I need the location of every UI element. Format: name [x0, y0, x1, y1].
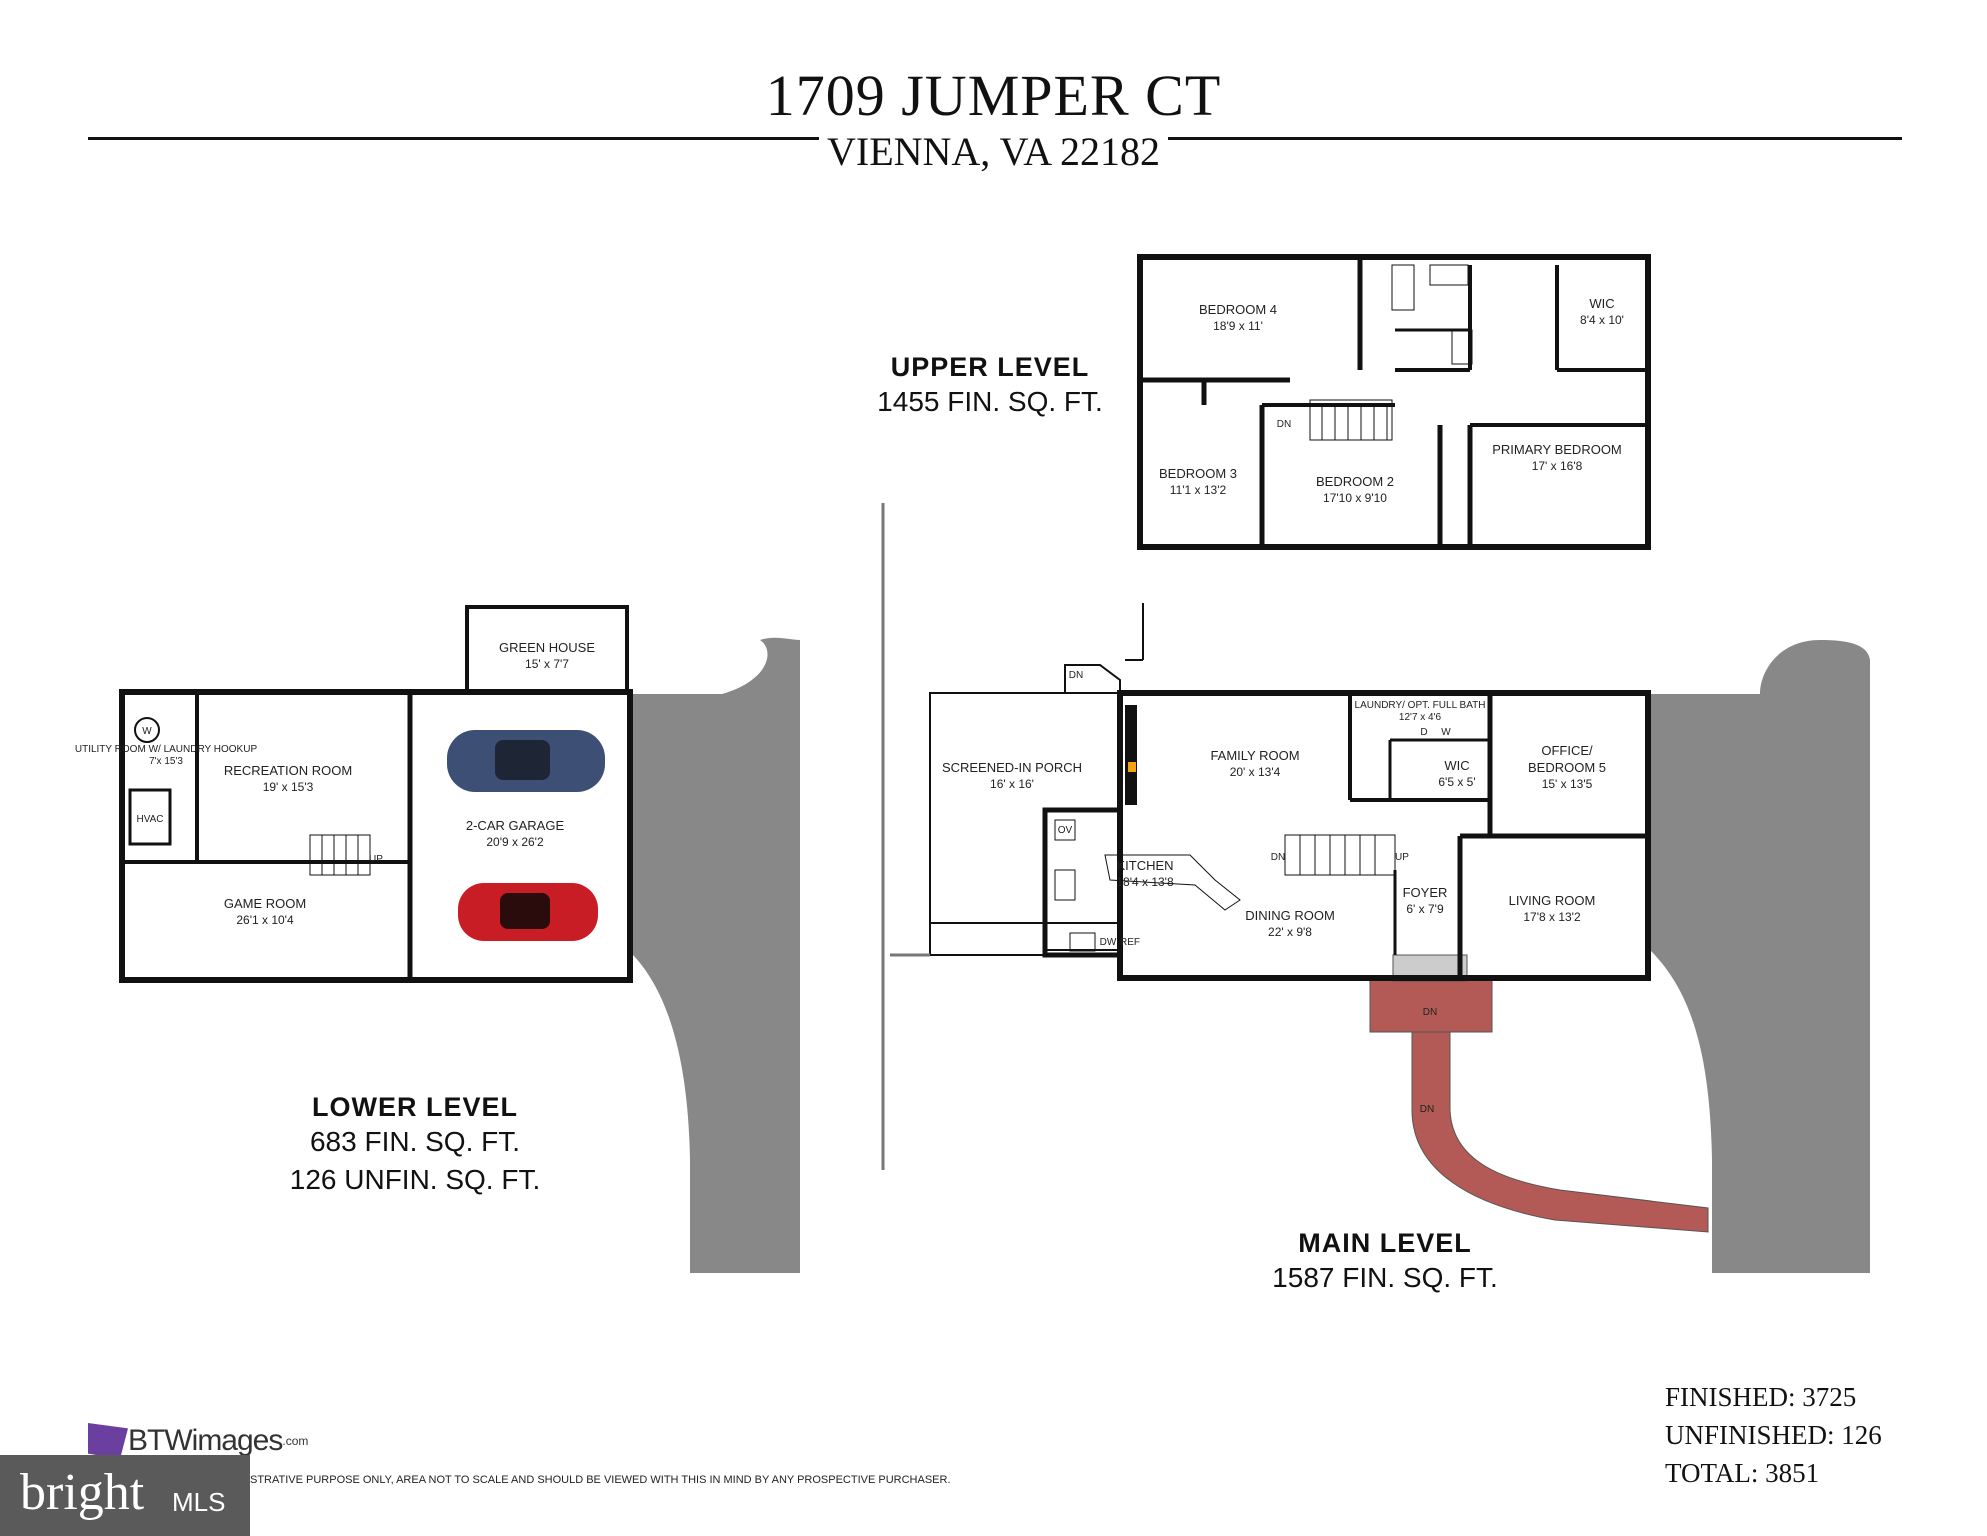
- dim-laundry: 12'7 x 4'6: [1399, 712, 1442, 723]
- label-bedroom3: BEDROOM 3: [1159, 466, 1237, 481]
- label-dn-upper: DN: [1277, 419, 1291, 430]
- dim-living: 17'8 x 13'2: [1523, 910, 1581, 924]
- label-living: LIVING ROOM: [1509, 893, 1596, 908]
- label-bedroom2: BEDROOM 2: [1316, 474, 1394, 489]
- dim-recreation: 19' x 15'3: [263, 780, 314, 794]
- dim-wic-main: 6'5 x 5': [1438, 775, 1475, 789]
- driveway-right: [1650, 640, 1870, 1273]
- btw-logo-icon: [88, 1423, 128, 1459]
- label-fridge: REF: [1120, 937, 1140, 948]
- label-dn-stoop: DN: [1423, 1007, 1437, 1018]
- dim-gameroom: 26'1 x 10'4: [236, 913, 294, 927]
- driveway-left-top: [722, 637, 800, 694]
- dim-bedroom4: 18'9 x 11': [1213, 319, 1263, 333]
- driveway-left: [628, 640, 800, 1273]
- label-garage: 2-CAR GARAGE: [466, 818, 565, 833]
- front-stoop: [1369, 979, 1493, 1033]
- dim-family: 20' x 13'4: [1230, 765, 1281, 779]
- small-labels: LAUNDRY/ OPT. FULL BATH 12'7 x 4'6 UTILI…: [75, 419, 1486, 1115]
- car-red: [458, 883, 598, 941]
- room-labels: BEDROOM 4 18'9 x 11' WIC 8'4 x 10' PRIMA…: [224, 296, 1624, 939]
- lower-level-unfin: 126 UNFIN. SQ. FT.: [289, 1164, 541, 1195]
- total-finished: FINISHED: 3725: [1665, 1382, 1857, 1412]
- main-level-caption: MAIN LEVEL 1587 FIN. SQ. FT.: [1245, 1228, 1525, 1297]
- square-footage-totals: FINISHED: 3725 UNFINISHED: 126 TOTAL: 38…: [1665, 1378, 1882, 1492]
- bright-mls-suffix: MLS: [172, 1487, 226, 1517]
- label-dryer: D: [1420, 727, 1427, 738]
- dim-foyer: 6' x 7'9: [1406, 902, 1444, 916]
- label-washer: W: [142, 726, 152, 737]
- label-oven: OV: [1058, 825, 1073, 836]
- front-walkway: [1411, 1029, 1709, 1233]
- label-foyer: FOYER: [1403, 885, 1448, 900]
- bright-mls-watermark: bright MLS: [0, 1455, 250, 1536]
- total-all: TOTAL: 3851: [1665, 1458, 1820, 1488]
- address-text: VIENNA, VA 22182: [819, 129, 1168, 174]
- total-unfinished: UNFINISHED: 126: [1665, 1420, 1882, 1450]
- label-family: FAMILY ROOM: [1210, 748, 1299, 763]
- main-level-name: MAIN LEVEL: [1298, 1228, 1472, 1258]
- label-dn-porch: DN: [1069, 670, 1083, 681]
- label-up-main: UP: [1395, 852, 1409, 863]
- upper-level-fin: 1455 FIN. SQ. FT.: [877, 386, 1103, 417]
- main-level-plan: [890, 603, 1651, 981]
- dim-primary: 17' x 16'8: [1532, 459, 1583, 473]
- dim-wic-upper: 8'4 x 10': [1580, 313, 1624, 327]
- main-level-fin: 1587 FIN. SQ. FT.: [1272, 1262, 1498, 1293]
- page-title: 1709 JUMPER CT: [765, 63, 1222, 128]
- lower-level-plan: [119, 605, 633, 983]
- dim-office: 15' x 13'5: [1542, 777, 1593, 791]
- label-greenhouse: GREEN HOUSE: [499, 640, 595, 655]
- label-porch: SCREENED-IN PORCH: [942, 760, 1082, 775]
- upper-level-caption: UPPER LEVEL 1455 FIN. SQ. FT.: [860, 352, 1120, 421]
- car-blue: [447, 730, 605, 792]
- dim-porch: 16' x 16': [990, 777, 1034, 791]
- label-bedroom4: BEDROOM 4: [1199, 302, 1277, 317]
- label-laundry: LAUNDRY/ OPT. FULL BATH: [1355, 700, 1486, 711]
- label-dn-main: DN: [1271, 852, 1285, 863]
- bright-mls-word: bright: [20, 1464, 145, 1521]
- dim-bedroom2: 17'10 x 9'10: [1323, 491, 1387, 505]
- label-wic-main: WIC: [1444, 758, 1469, 773]
- label-dn-walk: DN: [1420, 1104, 1434, 1115]
- label-primary: PRIMARY BEDROOM: [1492, 442, 1622, 457]
- dim-utility: 7'x 15'3: [149, 756, 183, 767]
- dim-garage: 20'9 x 26'2: [486, 835, 544, 849]
- label-office: OFFICE/: [1541, 743, 1593, 758]
- label-up-lower: UP: [369, 854, 383, 865]
- dim-bedroom3: 11'1 x 13'2: [1170, 483, 1227, 497]
- label-utility: UTILITY ROOM W/ LAUNDRY HOOKUP: [75, 744, 258, 755]
- label-washer-main: W: [1441, 727, 1451, 738]
- btw-logo-suffix: .com: [282, 1434, 309, 1449]
- label-kitchen: KITCHEN: [1116, 858, 1173, 873]
- lower-level-name: LOWER LEVEL: [312, 1092, 518, 1122]
- label-office-2: BEDROOM 5: [1528, 760, 1606, 775]
- label-hvac: HVAC: [136, 814, 163, 825]
- label-dishwasher: DW: [1100, 937, 1117, 948]
- dim-greenhouse: 15' x 7'7: [525, 657, 569, 671]
- label-dining: DINING ROOM: [1245, 908, 1335, 923]
- lower-level-caption: LOWER LEVEL 683 FIN. SQ. FT. 126 UNFIN. …: [270, 1092, 560, 1199]
- dim-kitchen: 18'4 x 13'8: [1116, 875, 1174, 889]
- btw-logo: BTWimages.com: [88, 1423, 308, 1459]
- label-gameroom: GAME ROOM: [224, 896, 306, 911]
- lower-level-fin: 683 FIN. SQ. FT.: [309, 1126, 521, 1157]
- address-subtitle: VIENNA, VA 22182: [0, 128, 1987, 175]
- dim-dining: 22' x 9'8: [1268, 925, 1312, 939]
- btw-logo-text: BTWimages: [128, 1424, 283, 1457]
- upper-level-plan: [1137, 254, 1651, 550]
- upper-level-name: UPPER LEVEL: [890, 352, 1090, 382]
- label-recreation: RECREATION ROOM: [224, 763, 352, 778]
- disclaimer: STRATIVE PURPOSE ONLY, AREA NOT TO SCALE…: [250, 1474, 951, 1486]
- label-wic-upper: WIC: [1589, 296, 1614, 311]
